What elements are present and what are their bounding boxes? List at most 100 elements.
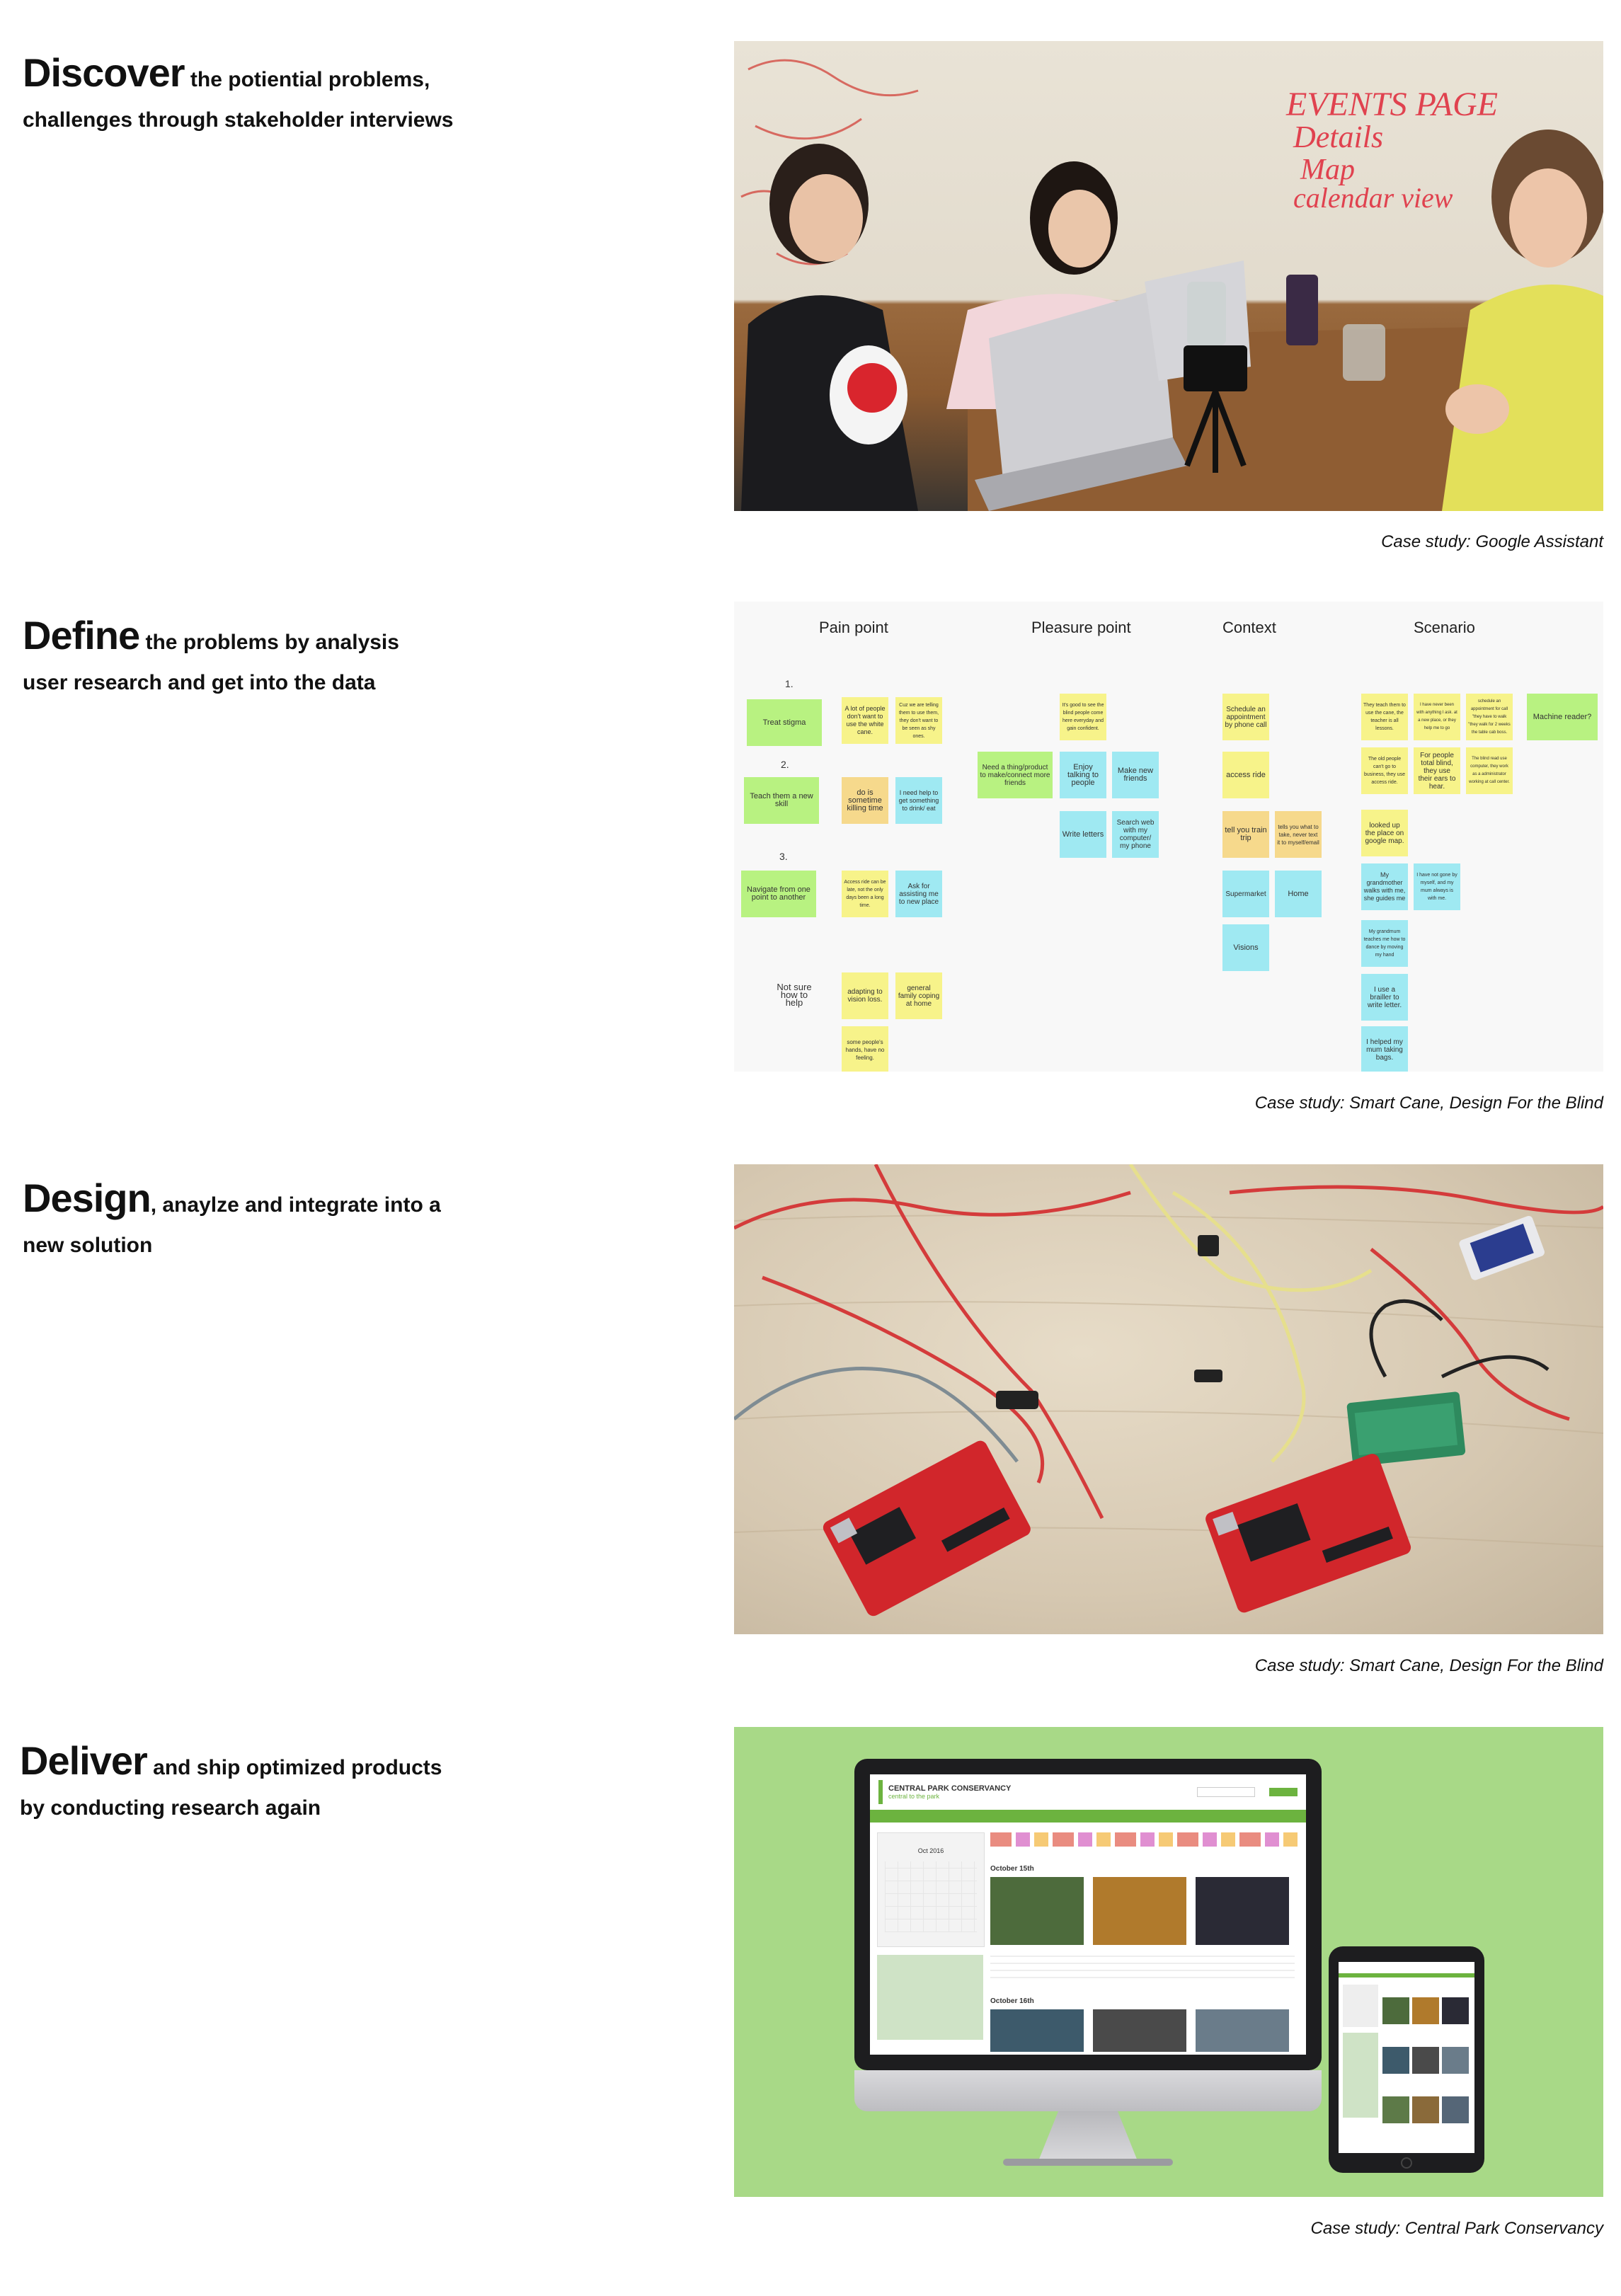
sticky-note: The blind read use computer, they work a… — [1466, 747, 1513, 794]
site-search-button[interactable] — [1269, 1788, 1298, 1796]
sticky-note: Cuz we are telling them to use them, the… — [895, 697, 942, 744]
define-subtitle-line1: the problems by analysis — [139, 631, 399, 654]
map-widget[interactable] — [877, 1955, 983, 2040]
sticky-note: adapting to vision loss. — [842, 972, 888, 1019]
design-subtitle-line2: new solution — [23, 1233, 153, 1257]
sticky-note: Schedule an appointment by phone call — [1222, 694, 1269, 740]
calendar-month: Oct 2016 — [917, 1847, 944, 1854]
tablet-event-card[interactable] — [1442, 2047, 1469, 2074]
board-note-text: Not sure how to help — [777, 981, 812, 1008]
tablet-map[interactable] — [1343, 2033, 1378, 2118]
tablet-calendar[interactable] — [1343, 1985, 1378, 2027]
column-pleasure-point: Pleasure point — [1031, 619, 1131, 636]
site-nav[interactable] — [870, 1810, 1306, 1823]
sticky-note: do is sometime killing time — [842, 777, 888, 824]
discover-subtitle-line1: the potiential problems, — [184, 68, 430, 91]
sticky-note: Visions — [1222, 924, 1269, 971]
sticky-note: Make new friends — [1112, 752, 1159, 798]
sticky-note: I have never been with anything I ask. a… — [1414, 694, 1460, 740]
sticky-note: For people total blind, they use their e… — [1414, 747, 1460, 794]
affinity-board: Pain point Pleasure point Context Scenar… — [734, 602, 1603, 1072]
sticky-note: Ask for assisting me to new place — [895, 871, 942, 917]
event-card[interactable] — [990, 1877, 1084, 1945]
discover-title: Discover — [23, 50, 185, 95]
sticky-note: Need a thing/product to make/connect mor… — [978, 752, 1053, 798]
design-title: Design — [23, 1176, 151, 1220]
calendar-widget[interactable]: Oct 2016 — [877, 1832, 985, 1947]
sticky-note: tells you what to take, never text it to… — [1275, 811, 1322, 858]
deliver-subtitle-line1: and ship optimized products — [147, 1756, 442, 1779]
site-header: CENTRAL PARK CONSERVANCY central to the … — [870, 1774, 1306, 1810]
event-card[interactable] — [1093, 2009, 1186, 2052]
design-caption: Case study: Smart Cane, Design For the B… — [1254, 1656, 1603, 1675]
tablet-event-card[interactable] — [1412, 2096, 1439, 2123]
deliver-subtitle-line2: by conducting research again — [20, 1796, 321, 1820]
monitor-stand — [1038, 2111, 1138, 2161]
deliver-heading: Deliver and ship optimized products by c… — [20, 1730, 473, 1825]
tablet-event-card[interactable] — [1412, 2047, 1439, 2074]
sticky-note: schedule an appointment for call "they h… — [1466, 694, 1513, 740]
tablet-event-card[interactable] — [1382, 1997, 1409, 2024]
sticky-note: general family coping at home — [895, 972, 942, 1019]
number-3: 3. — [779, 851, 788, 862]
event-card[interactable] — [1093, 1877, 1186, 1945]
event-card[interactable] — [1196, 1877, 1289, 1945]
tablet-home-button[interactable] — [1401, 2157, 1412, 2169]
number-2: 2. — [781, 759, 789, 770]
monitor-chin — [854, 2070, 1322, 2111]
event-card[interactable] — [990, 2009, 1084, 2052]
sticky-note: Supermarket — [1222, 871, 1269, 917]
define-subtitle-line2: user research and get into the data — [23, 670, 376, 694]
filter-tags[interactable] — [990, 1832, 1302, 1847]
sticky-note: The old people can't go to business, the… — [1361, 747, 1408, 794]
tablet-event-card[interactable] — [1442, 1997, 1469, 2024]
sticky-note: Navigate from one point to another — [741, 871, 816, 917]
whiteboard-text-1: EVENTS PAGE — [1285, 86, 1498, 123]
whiteboard-text-2: Details — [1293, 120, 1383, 154]
site-tagline: central to the park — [888, 1793, 940, 1800]
sticky-note: They teach them to use the cane, the tea… — [1361, 694, 1408, 740]
desktop-screen: CENTRAL PARK CONSERVANCY central to the … — [870, 1774, 1306, 2055]
sticky-note: Treat stigma — [747, 699, 822, 746]
prototype-hardware-illustration — [734, 1164, 1603, 1617]
tablet-screen — [1339, 1962, 1474, 2153]
tablet-event-card[interactable] — [1442, 2096, 1469, 2123]
site-search-input[interactable] — [1197, 1787, 1255, 1797]
define-title: Define — [23, 613, 140, 658]
discover-caption: Case study: Google Assistant — [1381, 532, 1603, 551]
define-caption: Case study: Smart Cane, Design For the B… — [1254, 1094, 1603, 1113]
column-scenario: Scenario — [1414, 619, 1475, 636]
tablet-event-card[interactable] — [1382, 2047, 1409, 2074]
whiteboard-text-3: Map — [1300, 154, 1355, 186]
sticky-note: I use a brailler to write letter. — [1361, 974, 1408, 1021]
sticky-note: A lot of people don't want to use the wh… — [842, 697, 888, 744]
sticky-note: I need help to get something to drink/ e… — [895, 777, 942, 824]
brand-mark — [878, 1780, 883, 1804]
whiteboard-text-4: calendar view — [1293, 182, 1453, 214]
tablet-event-card[interactable] — [1382, 2096, 1409, 2123]
sticky-note: I have not gone by myself, and my mum al… — [1414, 863, 1460, 910]
design-photo — [734, 1164, 1603, 1634]
sticky-note: My grandmother walks with me, she guides… — [1361, 863, 1408, 910]
sticky-note: Access ride can be late, not the only da… — [842, 871, 888, 917]
discover-photo: EVENTS PAGE Details Map calendar view — [734, 41, 1603, 511]
calendar-grid[interactable] — [885, 1861, 977, 1932]
sticky-note: Write letters — [1060, 811, 1106, 858]
define-heading: Define the problems by analysis user res… — [23, 605, 476, 699]
deliver-caption: Case study: Central Park Conservancy — [1310, 2219, 1603, 2238]
design-heading: Design, anaylze and integrate into a new… — [23, 1168, 476, 1262]
number-1: 1. — [785, 678, 794, 689]
sticky-note: Enjoy talking to people — [1060, 752, 1106, 798]
interview-scene-illustration: EVENTS PAGE Details Map calendar view — [740, 59, 1603, 511]
event-card[interactable] — [1196, 2009, 1289, 2052]
discover-subtitle-line2: challenges through stakeholder interview… — [23, 108, 454, 132]
tablet-device — [1329, 1946, 1484, 2173]
tablet-event-card[interactable] — [1412, 1997, 1439, 2024]
column-context: Context — [1222, 619, 1276, 636]
sticky-note: Machine reader? — [1527, 694, 1598, 740]
discover-heading: Discover the potiential problems, challe… — [23, 42, 476, 137]
deliver-mockup: CENTRAL PARK CONSERVANCY central to the … — [734, 1727, 1603, 2197]
tablet-nav[interactable] — [1339, 1973, 1474, 1978]
sticky-note: looked up the place on google map. — [1361, 810, 1408, 856]
monitor-base — [1003, 2159, 1173, 2166]
